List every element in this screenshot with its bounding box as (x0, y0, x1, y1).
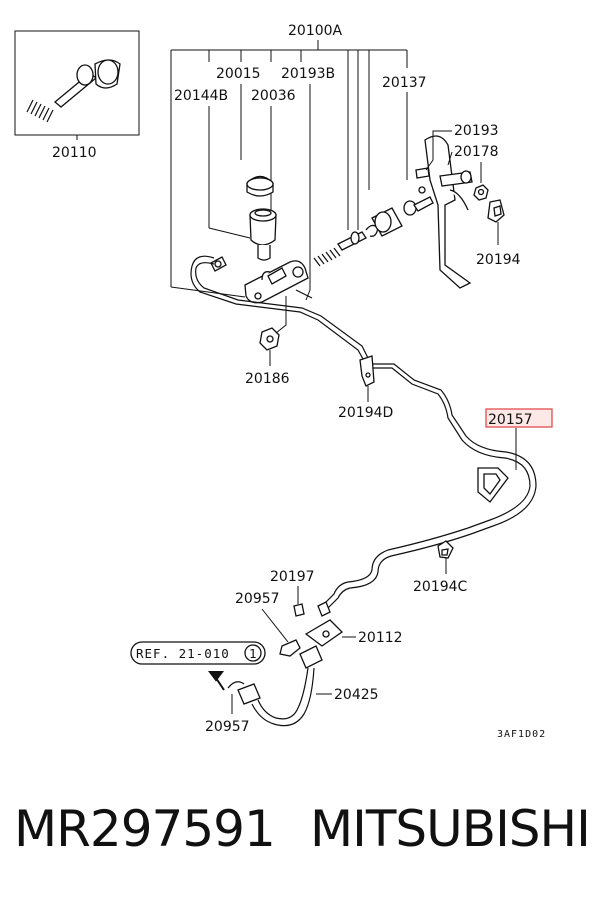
callout-20178: 20178 (454, 144, 499, 160)
nut-20178-icon (473, 184, 489, 201)
callout-20015: 20015 (216, 66, 261, 82)
clevis-icon (403, 196, 434, 216)
bolt-20193-icon (415, 167, 430, 194)
repair-kit-seal-icon (97, 59, 119, 85)
callout-20957-lower: 20957 (205, 719, 250, 735)
part-number: MR297591 (14, 800, 276, 858)
callout-20157: 20157 (488, 412, 533, 428)
callout-20957-upper: 20957 (235, 591, 280, 607)
highlight-20157 (485, 408, 553, 428)
callout-20194: 20194 (476, 252, 521, 268)
inlet-fitting-icon (210, 256, 227, 272)
bracket-20112-icon (304, 619, 344, 647)
clip-20957-upper-icon (279, 639, 301, 657)
callout-20186: 20186 (245, 371, 290, 387)
pipe-nut-fitting-icon (299, 601, 331, 669)
reference-text: REF. 21-010 (136, 646, 230, 661)
callout-20194C: 20194C (413, 579, 468, 595)
leader-lines-upper (208, 84, 408, 301)
nut-20186-icon (259, 327, 280, 351)
push-rod-spring-icon (313, 231, 367, 267)
reference-circled-number: 1 (249, 646, 258, 661)
callout-20197: 20197 (270, 569, 315, 585)
callout-bracket-20100A (170, 40, 408, 298)
dust-boot-icon (371, 207, 403, 237)
callout-20425: 20425 (334, 687, 379, 703)
callout-20144B: 20144B (174, 88, 228, 104)
diagram-code: 3AF1D02 (497, 729, 546, 740)
clip-20194C-icon (437, 540, 454, 559)
bolt-20197-icon (293, 603, 305, 617)
master-cylinder-icon (244, 260, 309, 304)
reference-box: REF. 21-010 1 (130, 641, 266, 665)
callout-20036: 20036 (251, 88, 296, 104)
clutch-pipe-20157 (190, 255, 537, 609)
direction-arrow-icon (208, 671, 225, 691)
callout-20110: 20110 (52, 145, 97, 161)
reservoir-tank-icon (249, 208, 277, 261)
repair-kit-spring-icon (26, 99, 54, 123)
callout-20194D: 20194D (338, 405, 393, 421)
callout-20193B: 20193B (281, 66, 335, 82)
pin-20193B-icon (295, 289, 313, 299)
brand-name: MITSUBISHI (310, 800, 591, 858)
flexible-hose-20425 (227, 667, 315, 727)
callout-20137: 20137 (382, 75, 427, 91)
callout-20100A: 20100A (288, 23, 343, 39)
clip-20194-icon (487, 199, 505, 223)
callout-20193: 20193 (454, 123, 499, 139)
inset-repair-kit (14, 30, 140, 140)
footer: MR297591 MITSUBISHI (10, 800, 600, 880)
callout-20112: 20112 (358, 630, 403, 646)
reservoir-cap-icon (246, 175, 274, 197)
repair-kit-ring-icon (76, 64, 94, 86)
clip-20194D-icon (359, 355, 375, 387)
